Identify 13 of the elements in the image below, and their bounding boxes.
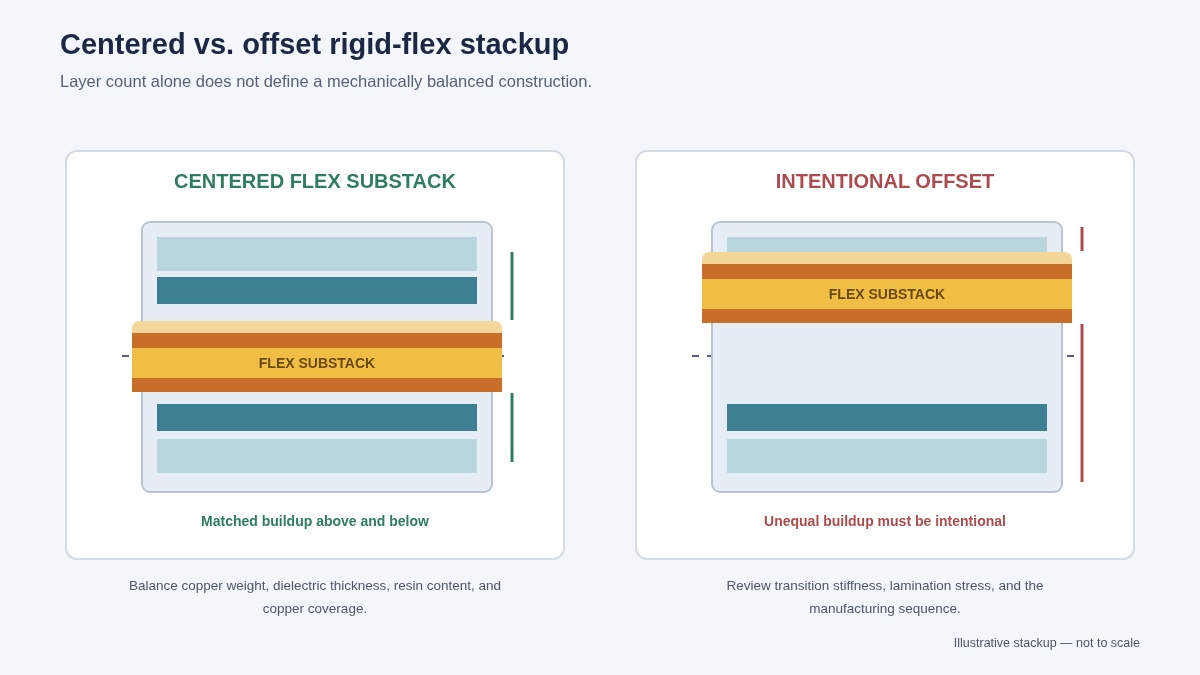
panel-card xyxy=(65,150,565,560)
flex-substack-layer: FLEX SUBSTACK xyxy=(132,321,502,392)
note-text: Review transition stiffness, lamination stress, and the manufacturing sequence. xyxy=(725,577,1045,618)
panel-card xyxy=(635,150,1135,560)
flex-substack-layer: FLEX SUBSTACK xyxy=(702,252,1072,323)
title: Centered vs. offset rigid-flex stackup xyxy=(60,28,570,61)
panel-caption: Matched buildup above and below xyxy=(200,513,430,529)
subtitle: Layer count alone does not define a mechanically balanced construction. xyxy=(60,72,592,91)
panel-caption: Unequal buildup must be intentional xyxy=(763,513,1007,529)
footnote: Illustrative stackup — not to scale xyxy=(953,636,1140,650)
note-text: Balance copper weight, dielectric thickness, resin content, and copper coverage. xyxy=(127,577,503,618)
panel-heading: CENTERED FLEX SUBSTACK xyxy=(173,170,457,193)
panel-heading: INTENTIONAL OFFSET xyxy=(774,170,996,193)
